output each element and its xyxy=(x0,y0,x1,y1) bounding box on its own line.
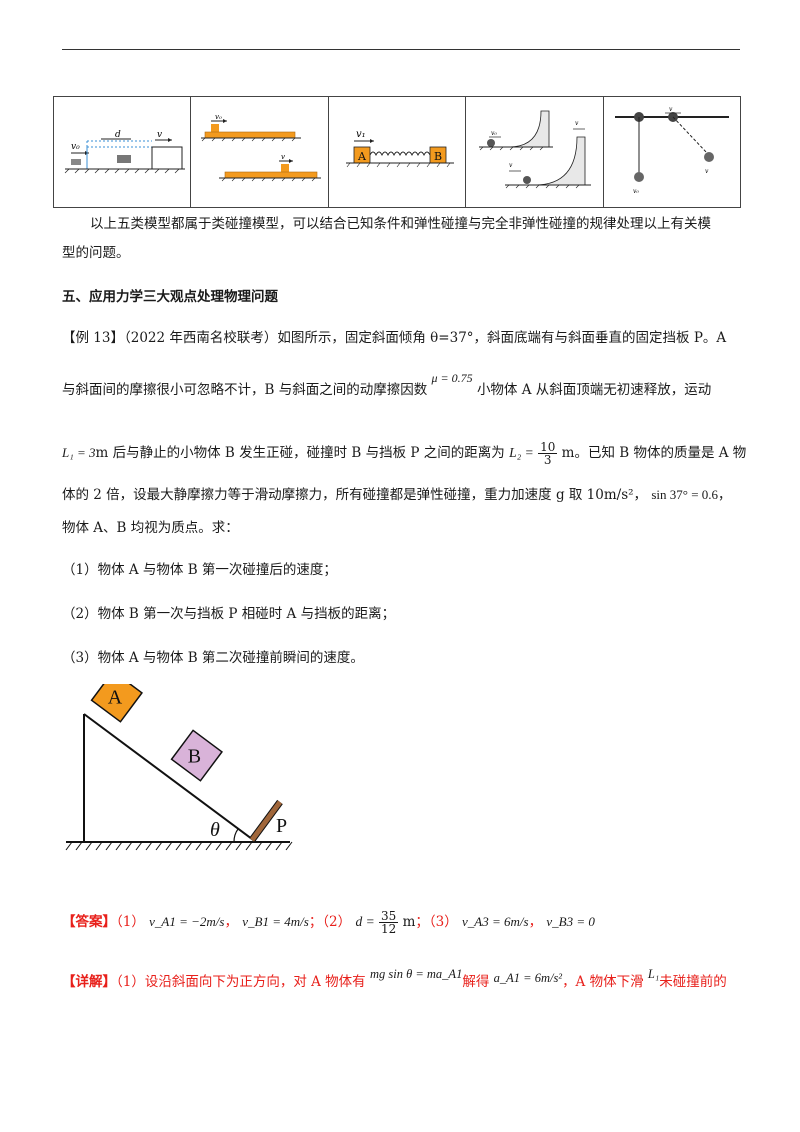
answer-va1: v_A1 = −2m/s xyxy=(149,914,225,929)
model-block-on-board: v₀ v xyxy=(190,96,329,208)
answer-line: 【答案】（1） v_A1 = −2m/s， v_B1 = 4m/s；（2） d … xyxy=(62,910,595,935)
example-line-5: 物体 A、B 均视为质点。求： xyxy=(62,520,239,536)
model-spring-blocks-figure: v₁ A B xyxy=(345,129,454,168)
example-line-1-text: 如图所示，固定斜面倾角 θ=37°，斜面底端有与斜面垂直的固定挡板 P。A xyxy=(277,330,727,346)
block-a-shape xyxy=(90,684,143,723)
svg-text:v: v xyxy=(157,130,162,140)
svg-text:v₀: v₀ xyxy=(71,142,80,152)
L1-expression: L₁ = 3 xyxy=(62,445,96,460)
model-block-on-board-figure: v₀ v xyxy=(200,113,321,182)
example-line-2: 与斜面间的摩擦很小可忽略不计，B 与斜面之间的动摩擦因数 μ = 0.75 小物… xyxy=(62,371,712,400)
answer-sep-2: ， xyxy=(528,914,543,930)
answer-d-unit: m xyxy=(402,914,416,930)
theta-label: θ xyxy=(210,819,220,841)
example-line-3a: m 后与静止的小物体 B 发生正碰，碰撞时 B 与挡板 P 之间的距离为 xyxy=(95,445,505,461)
L2-unit: m xyxy=(561,445,575,461)
mu-expression: μ = 0.75 xyxy=(431,371,473,385)
detail-text-a: （1）设沿斜面向下为正方向，对 A 物体有 xyxy=(116,974,366,990)
model-ball-curved-slope: v₀ v v xyxy=(465,96,604,208)
summary-line-2: 型的问题。 xyxy=(62,245,130,261)
collision-models-table: v₀ d v xyxy=(52,96,742,208)
model-bullet-block: v₀ d v xyxy=(52,96,192,208)
detail-tag: 【详解】 xyxy=(62,974,116,990)
L2-denominator: 3 xyxy=(543,453,552,467)
answer-d-denominator: 12 xyxy=(381,922,397,936)
block-b: B xyxy=(170,729,223,782)
answer-d-numerator: 35 xyxy=(379,909,399,923)
example-line-1: 【例 13】（2022 年西南名校联考）如图所示，固定斜面倾角 θ=37°，斜面… xyxy=(62,328,726,348)
svg-text:v: v xyxy=(281,153,285,161)
header-rule xyxy=(62,49,740,50)
model-spring-blocks: v₁ A B xyxy=(327,96,467,208)
example-line-2a: 与斜面间的摩擦很小可忽略不计，B 与斜面之间的动摩擦因数 xyxy=(62,382,428,398)
example-line-4-text: 体的 2 倍，设最大静摩擦力等于滑动摩擦力，所有碰撞都是弹性碰撞，重力加速度 g… xyxy=(62,487,648,503)
model-bullet-block-figure: v₀ d v xyxy=(64,130,186,174)
model-pendulum-rail: v v₀ v xyxy=(602,96,742,208)
ground-hatching xyxy=(65,841,293,851)
detail-l1: L₁ xyxy=(647,967,660,981)
svg-text:v₀: v₀ xyxy=(215,113,222,121)
answer-va3: v_A3 = 6m/s xyxy=(462,914,529,929)
answer-d-lhs: d = xyxy=(355,914,375,929)
question-3: （3）物体 A 与物体 B 第二次碰撞前瞬间的速度。 xyxy=(62,650,364,666)
plate-p xyxy=(249,800,283,842)
L2-lhs: L₂ = xyxy=(509,445,534,460)
example-line-2b: 小物体 A 从斜面顶端无初速释放，运动 xyxy=(476,382,712,398)
model-ball-curved-slope-figure: v₀ v v xyxy=(479,110,592,189)
question-1: （1）物体 A 与物体 B 第一次碰撞后的速度； xyxy=(62,562,337,578)
angle-arc xyxy=(233,828,239,843)
block-a: A xyxy=(90,684,143,723)
answer-vb3: v_B3 = 0 xyxy=(546,914,595,929)
block-a-label: A xyxy=(108,687,123,709)
svg-text:B: B xyxy=(434,150,442,163)
answer-part-1: （1） xyxy=(116,914,145,930)
svg-text:v: v xyxy=(669,107,673,113)
example-tag: 【例 13】 xyxy=(62,330,124,346)
sin-expression: sin 37° = 0.6， xyxy=(651,487,732,502)
model-pendulum-rail-figure: v v₀ v xyxy=(614,107,729,195)
answer-part-2: ；（2） xyxy=(308,914,352,930)
block-b-label: B xyxy=(188,746,201,768)
question-2: （2）物体 B 第一次与挡板 P 相碰时 A 与挡板的距离； xyxy=(62,606,396,622)
example-line-3b: 。已知 B 物体的质量是 A 物 xyxy=(574,445,747,461)
svg-text:v₀: v₀ xyxy=(633,188,639,195)
svg-text:v: v xyxy=(509,162,513,169)
answer-sep-1: ， xyxy=(224,914,238,930)
svg-text:v: v xyxy=(575,120,579,127)
L2-numerator: 10 xyxy=(538,440,558,454)
plate-label: P xyxy=(276,815,287,837)
incline-figure: A B θ P xyxy=(65,684,293,851)
detail-text-c: ，A 物体下滑 xyxy=(562,974,644,990)
svg-text:d: d xyxy=(115,130,121,140)
example-line-4: 体的 2 倍，设最大静摩擦力等于滑动摩擦力，所有碰撞都是弹性碰撞，重力加速度 g… xyxy=(62,485,731,505)
svg-text:v₀: v₀ xyxy=(491,130,497,137)
answer-tag: 【答案】 xyxy=(62,914,116,930)
svg-text:A: A xyxy=(357,150,367,163)
svg-text:v₁: v₁ xyxy=(356,129,366,140)
detail-text-d: 未碰撞前的 xyxy=(659,974,727,990)
detail-eq-1: mg sin θ = ma_A1 xyxy=(369,967,463,981)
detail-eq-2: a_A1 = 6m/s² xyxy=(493,971,563,985)
detail-line: 【详解】（1）设沿斜面向下为正方向，对 A 物体有 mg sin θ = ma_… xyxy=(62,967,727,992)
example-line-3: L₁ = 3m 后与静止的小物体 B 发生正碰，碰撞时 B 与挡板 P 之间的距… xyxy=(62,441,746,466)
svg-text:v: v xyxy=(705,168,709,175)
section-heading: 五、应用力学三大观点处理物理问题 xyxy=(62,289,278,305)
block-b-shape xyxy=(170,729,223,782)
answer-vb1: v_B1 = 4m/s xyxy=(242,914,309,929)
example-source: （2022 年西南名校联考） xyxy=(123,330,278,346)
summary-line-1: 以上五类模型都属于类碰撞模型，可以结合已知条件和弹性碰撞与完全非弹性碰撞的规律处… xyxy=(90,216,711,232)
answer-part-3: ；（3） xyxy=(415,914,458,930)
detail-text-b: 解得 xyxy=(462,974,490,990)
